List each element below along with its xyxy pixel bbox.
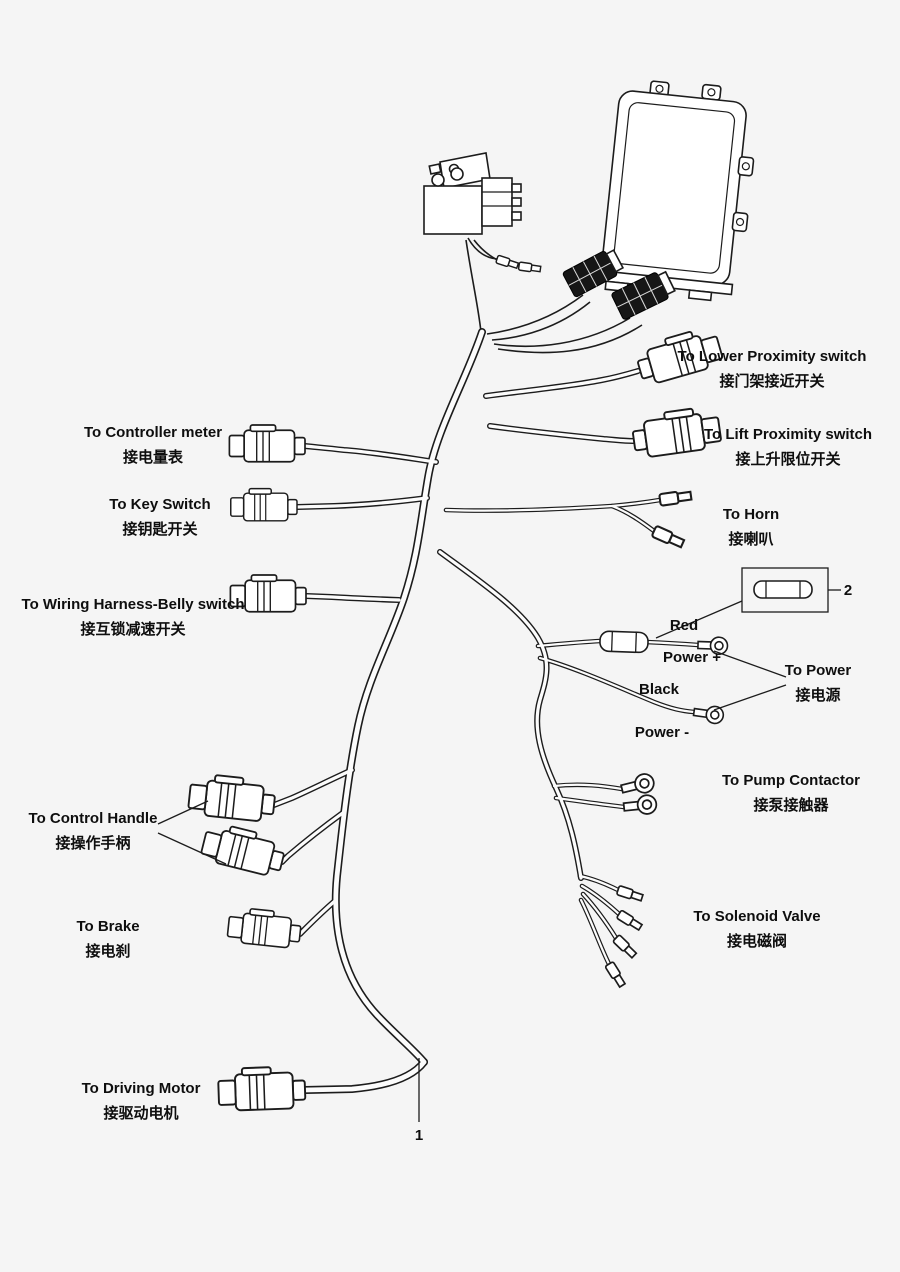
fuse-callout-box (655, 567, 841, 639)
label-lift-proximity-zh: 接上升限位开关 (735, 451, 841, 468)
label-control-handle-zh: 接操作手柄 (55, 835, 131, 852)
label-driving-motor: To Driving Motor 接驱动电机 (82, 1076, 201, 1126)
terminal-solenoid-4 (604, 960, 628, 989)
connector-key-switch (230, 487, 298, 522)
label-belly-switch: To Wiring Harness-Belly switch 接互锁减速开关 (22, 592, 245, 642)
label-controller-meter-en: To Controller meter (83, 424, 223, 441)
connector-control-handle-1 (186, 771, 278, 824)
label-belly-switch-zh: 接互锁减速开关 (80, 621, 186, 638)
label-brake-en: To Brake (76, 918, 140, 935)
label-horn-zh: 接喇叭 (728, 531, 774, 548)
label-lift-proximity-en: To Lift Proximity switch (703, 426, 873, 443)
label-control-handle-en: To Control Handle (28, 810, 158, 827)
label-controller-meter: To Controller meter 接电量表 (84, 420, 222, 470)
inline-fuse-holder (598, 630, 650, 654)
label-key-switch-en: To Key Switch (109, 496, 211, 513)
terminal-pump-contactor-2 (622, 793, 659, 818)
pigtail-terminal-2 (517, 261, 542, 274)
label-lower-proximity: To Lower Proximity switch 接门架接近开关 (678, 344, 867, 394)
label-power-minus: Power - (634, 724, 690, 741)
label-solenoid-valve-zh: 接电磁阀 (726, 933, 788, 950)
label-power-en: To Power (784, 662, 852, 679)
terminal-power-minus (692, 702, 726, 726)
terminal-pump-contactor-1 (618, 771, 657, 799)
label-driving-motor-zh: 接驱动电机 (103, 1105, 179, 1122)
label-belly-switch-en: To Wiring Harness-Belly switch (21, 596, 245, 613)
terminal-horn-1 (658, 488, 693, 507)
label-horn: To Horn 接喇叭 (723, 502, 779, 552)
label-pump-contactor-en: To Pump Contactor (721, 772, 861, 789)
label-power: To Power 接电源 (785, 658, 851, 708)
contactor-unit (423, 152, 522, 235)
label-brake: To Brake 接电刹 (76, 914, 139, 964)
terminal-solenoid-1 (615, 884, 645, 904)
label-key-switch-zh: 接钥匙开关 (122, 521, 198, 538)
controller-unit (593, 80, 755, 302)
terminal-solenoid-3 (611, 933, 639, 960)
label-solenoid-valve: To Solenoid Valve 接电磁阀 (693, 904, 820, 954)
label-lift-proximity: To Lift Proximity switch 接上升限位开关 (704, 422, 872, 472)
callout-2: 2 (843, 582, 853, 599)
label-black-wire: Black (638, 681, 680, 698)
label-power-zh: 接电源 (795, 687, 841, 704)
label-lower-proximity-zh: 接门架接近开关 (719, 373, 825, 390)
connector-controller-meter (228, 424, 306, 463)
pigtail-terminal-1 (495, 254, 520, 271)
label-controller-meter-zh: 接电量表 (122, 449, 184, 466)
terminal-solenoid-2 (615, 909, 644, 933)
connector-control-handle-2 (198, 819, 289, 880)
leader-lines (157, 650, 787, 1122)
label-power-plus: Power + (663, 649, 721, 666)
label-key-switch: To Key Switch 接钥匙开关 (109, 492, 210, 542)
label-pump-contactor-zh: 接泵接触器 (753, 797, 829, 814)
label-driving-motor-en: To Driving Motor (81, 1080, 201, 1097)
callout-1: 1 (414, 1127, 424, 1144)
label-red-wire: Red (669, 617, 699, 634)
terminal-horn-2 (650, 524, 686, 551)
label-lower-proximity-en: To Lower Proximity switch (677, 348, 867, 365)
label-solenoid-valve-en: To Solenoid Valve (693, 908, 821, 925)
label-pump-contactor: To Pump Contactor 接泵接触器 (722, 768, 860, 818)
label-horn-en: To Horn (722, 506, 780, 523)
connector-driving-motor (216, 1065, 307, 1112)
label-brake-zh: 接电刹 (85, 943, 131, 960)
label-control-handle: To Control Handle 接操作手柄 (29, 806, 158, 856)
connector-brake (226, 905, 303, 950)
